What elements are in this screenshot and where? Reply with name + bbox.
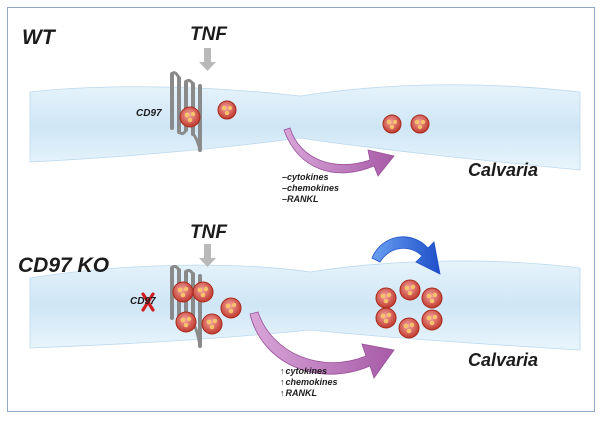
knockout-cross-icon bbox=[141, 292, 155, 312]
panel-wt bbox=[29, 48, 581, 177]
migration-arrow bbox=[283, 127, 395, 177]
factor-name: chemokines bbox=[287, 183, 340, 193]
condition-label: WT bbox=[22, 26, 55, 49]
factor-marker: – bbox=[282, 183, 288, 193]
factor-item: –RANKL bbox=[282, 194, 339, 205]
factor-name: RANKL bbox=[285, 388, 318, 398]
migration-arrow bbox=[249, 311, 395, 379]
panel-cd97-ko bbox=[29, 236, 581, 379]
osteoclast bbox=[421, 287, 443, 309]
condition-label: CD97 KO bbox=[18, 254, 110, 277]
resorption-arrow bbox=[371, 236, 441, 275]
osteoclast bbox=[421, 309, 443, 331]
factor-item: ↑RANKL bbox=[280, 388, 338, 399]
up-arrow-icon: ↑ bbox=[280, 388, 285, 398]
osteoclast-precursor bbox=[175, 311, 197, 333]
osteoclast-precursor bbox=[192, 281, 214, 303]
stimulus-label: TNF bbox=[190, 222, 227, 243]
osteoclast bbox=[382, 114, 402, 134]
tnf-arrow bbox=[199, 48, 216, 71]
factor-marker: – bbox=[282, 194, 288, 204]
osteoclast bbox=[399, 279, 421, 301]
up-arrow-icon: ↑ bbox=[280, 366, 285, 376]
tnf-arrow bbox=[199, 244, 216, 267]
factor-list: ↑cytokines ↑chemokines ↑RANKL bbox=[280, 366, 338, 399]
osteoclast-precursor bbox=[179, 106, 201, 128]
factor-item: ↑chemokines bbox=[280, 377, 338, 388]
up-arrow-icon: ↑ bbox=[280, 377, 285, 387]
factor-name: cytokines bbox=[287, 172, 329, 182]
tissue-band bbox=[29, 84, 581, 171]
factor-item: –cytokines bbox=[282, 172, 339, 183]
osteoclast-precursor bbox=[217, 100, 237, 120]
cd97-receptor bbox=[170, 71, 202, 152]
stimulus-label: TNF bbox=[190, 24, 227, 45]
osteoclast bbox=[398, 317, 420, 339]
factor-name: cytokines bbox=[285, 366, 328, 376]
factor-item: –chemokines bbox=[282, 183, 339, 194]
receptor-label: CD97 bbox=[130, 296, 156, 307]
factor-name: chemokines bbox=[285, 377, 338, 387]
factor-list: –cytokines –chemokines –RANKL bbox=[282, 172, 339, 205]
factor-name: RANKL bbox=[287, 194, 319, 204]
tissue-band bbox=[29, 260, 581, 351]
receptor-label: CD97 bbox=[136, 108, 162, 119]
osteoclast bbox=[410, 114, 430, 134]
factor-item: ↑cytokines bbox=[280, 366, 338, 377]
tissue-label: Calvaria bbox=[468, 350, 539, 370]
figure-frame bbox=[7, 7, 595, 412]
tissue-label: Calvaria bbox=[468, 160, 539, 180]
osteoclast-precursor bbox=[172, 281, 194, 303]
factor-marker: – bbox=[282, 172, 288, 182]
osteoclast-precursor bbox=[220, 297, 242, 319]
osteoclast bbox=[375, 307, 397, 329]
osteoclast-precursor bbox=[201, 313, 223, 335]
